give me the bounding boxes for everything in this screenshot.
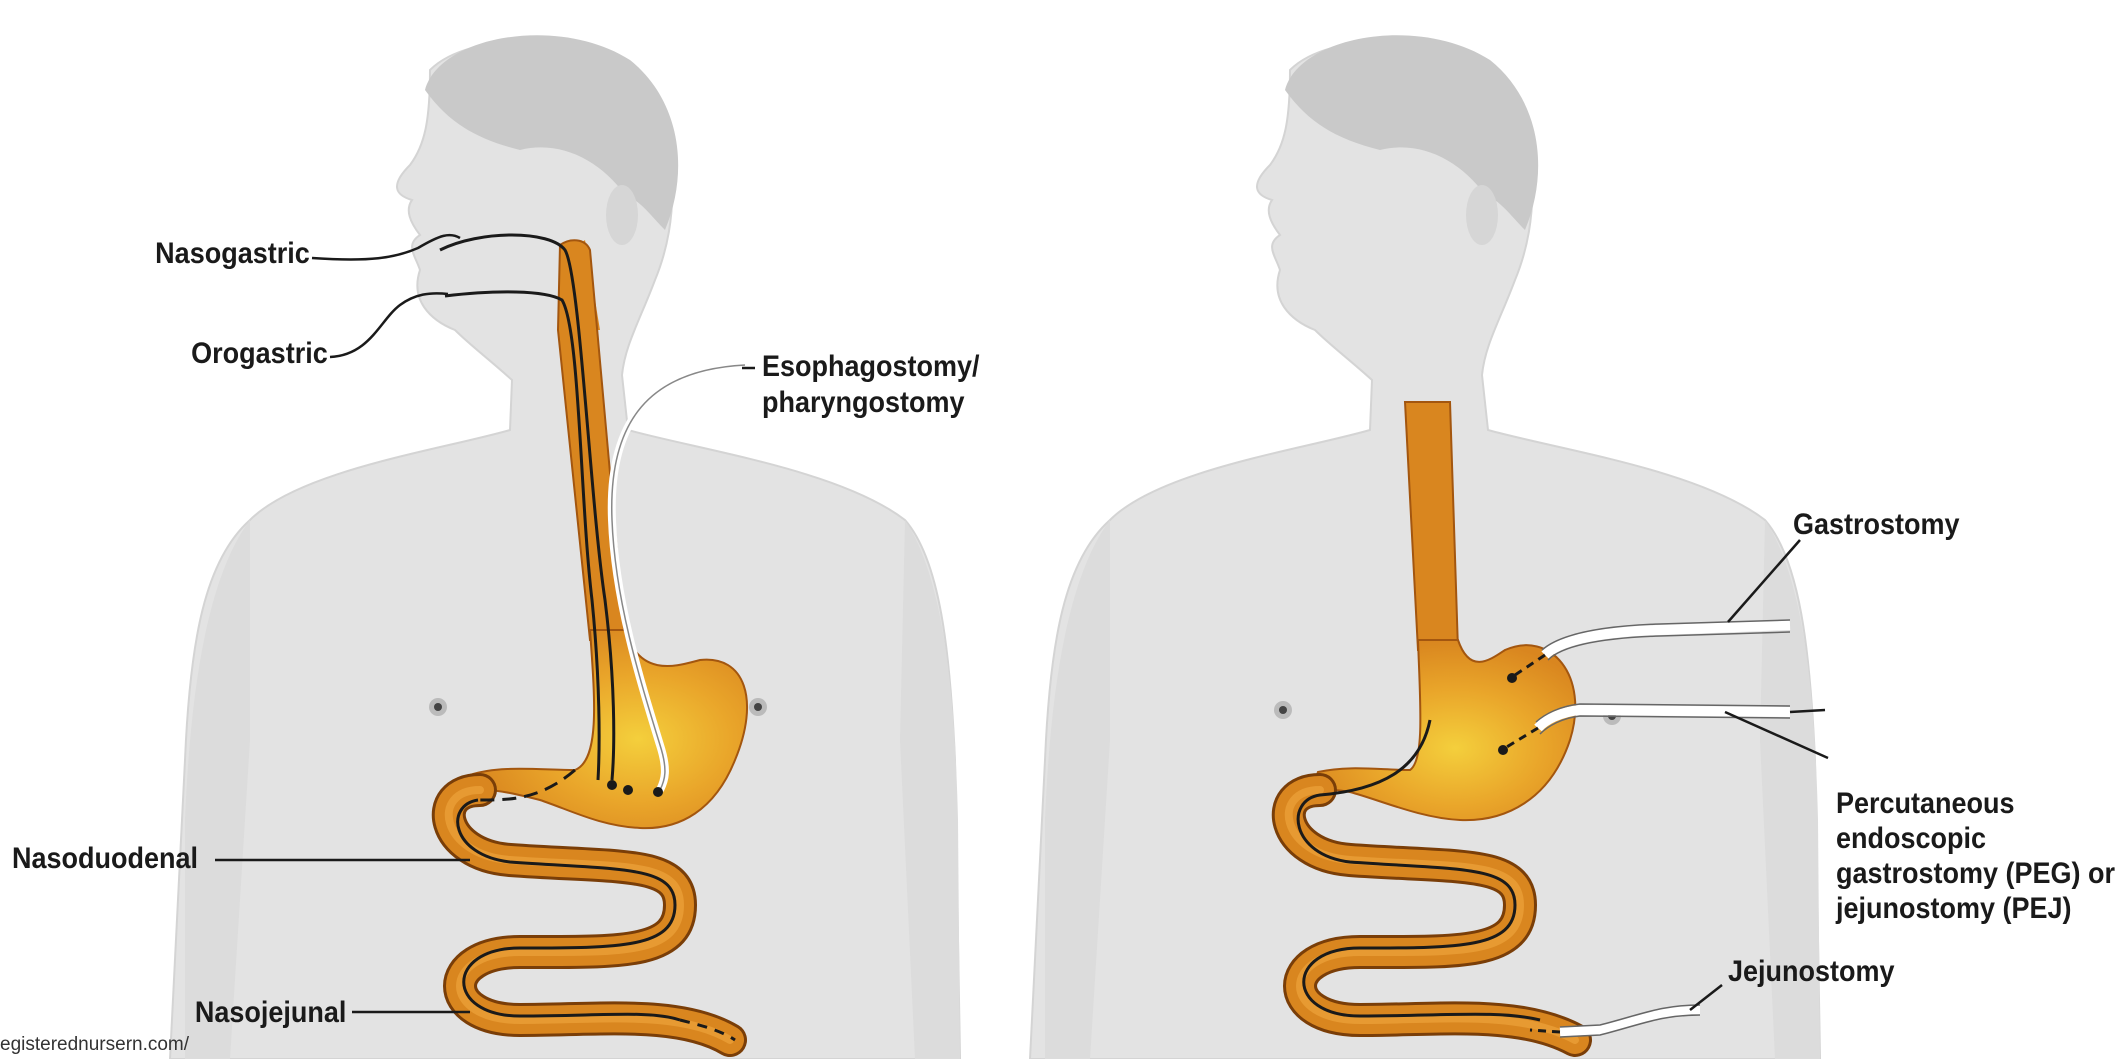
- left-nipple-2-inner: [754, 703, 762, 711]
- right-nipple-1-inner: [1279, 706, 1287, 714]
- left-body-silhouette: [170, 42, 960, 1059]
- label-peg-line2: endoscopic: [1836, 822, 1986, 856]
- left-tube-tip-1: [607, 780, 617, 790]
- label-peg-line3: gastrostomy (PEG) or: [1836, 857, 2115, 891]
- source-text: egisterednursern.com/: [0, 1034, 189, 1056]
- label-esophagostomy-line2: pharyngostomy: [762, 386, 965, 420]
- label-esophagostomy-line1: Esophagostomy/: [762, 350, 980, 384]
- label-nasoduodenal: Nasoduodenal: [12, 842, 198, 876]
- left-figure: [170, 35, 960, 1059]
- left-tube-tip-3: [653, 787, 663, 797]
- label-jejunostomy: Jejunostomy: [1728, 955, 1895, 989]
- right-ear: [1466, 185, 1498, 245]
- left-nipple-1-inner: [434, 703, 442, 711]
- label-peg-line1: Percutaneous: [1836, 787, 2015, 821]
- label-peg-line4: jejunostomy (PEJ): [1836, 892, 2072, 926]
- right-figure: [1030, 35, 1828, 1059]
- left-ear: [606, 185, 638, 245]
- label-nasogastric: Nasogastric: [155, 237, 310, 271]
- label-nasojejunal: Nasojejunal: [194, 996, 346, 1030]
- left-tube-tip-2: [623, 785, 633, 795]
- label-gastrostomy: Gastrostomy: [1793, 508, 1960, 542]
- right-peg-tip: [1498, 745, 1508, 755]
- right-gastrostomy-tip: [1507, 673, 1517, 683]
- label-orogastric: Orogastric: [191, 337, 328, 371]
